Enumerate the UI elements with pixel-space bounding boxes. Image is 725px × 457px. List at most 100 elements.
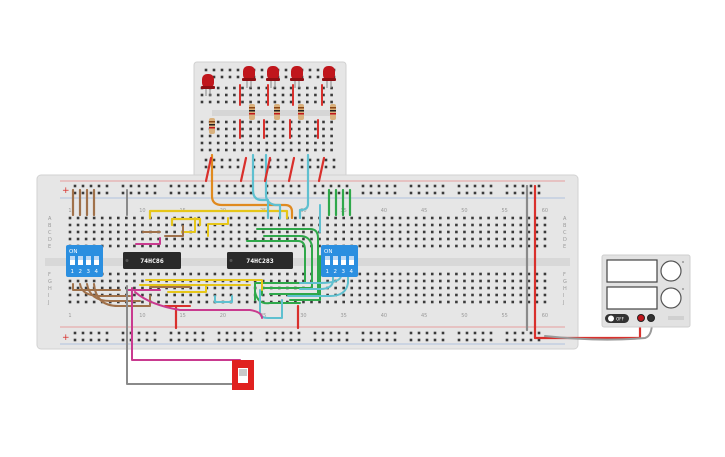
breadboard-hole[interactable] xyxy=(329,331,333,335)
breadboard-hole[interactable] xyxy=(273,134,277,138)
breadboard-hole[interactable] xyxy=(269,216,273,220)
breadboard-hole[interactable] xyxy=(465,338,469,342)
breadboard-hole[interactable] xyxy=(157,293,160,297)
breadboard-hole[interactable] xyxy=(237,300,241,304)
breadboard-hole[interactable] xyxy=(366,223,370,227)
breadboard-hole[interactable] xyxy=(513,191,517,195)
breadboard-hole[interactable] xyxy=(543,272,547,276)
breadboard-hole[interactable] xyxy=(253,223,257,227)
breadboard-hole[interactable] xyxy=(521,184,525,188)
breadboard-hole[interactable] xyxy=(213,293,217,297)
breadboard-hole[interactable] xyxy=(221,272,225,276)
breadboard-hole[interactable] xyxy=(92,223,96,227)
breadboard-hole[interactable] xyxy=(390,293,394,297)
breadboard-hole[interactable] xyxy=(330,100,333,104)
breadboard-hole[interactable] xyxy=(81,331,85,335)
breadboard-hole[interactable] xyxy=(321,338,325,342)
breadboard-hole[interactable] xyxy=(306,127,309,131)
breadboard-hole[interactable] xyxy=(473,338,477,342)
breadboard-hole[interactable] xyxy=(153,331,157,335)
breadboard-hole[interactable] xyxy=(261,279,265,283)
breadboard-hole[interactable] xyxy=(245,286,249,290)
breadboard-hole[interactable] xyxy=(73,191,77,195)
breadboard-hole[interactable] xyxy=(189,237,193,241)
wire-cyan[interactable] xyxy=(299,255,334,290)
breadboard-hole[interactable] xyxy=(495,244,498,248)
breadboard-hole[interactable] xyxy=(149,293,152,297)
breadboard-hole[interactable] xyxy=(519,300,523,304)
breadboard-hole[interactable] xyxy=(216,127,220,131)
breadboard-hole[interactable] xyxy=(297,134,301,138)
breadboard-hole[interactable] xyxy=(273,148,277,152)
breadboard-hole[interactable] xyxy=(137,331,141,335)
breadboard-hole[interactable] xyxy=(385,184,389,188)
breadboard-hole[interactable] xyxy=(201,331,205,335)
breadboard-hole[interactable] xyxy=(414,272,418,276)
breadboard-hole[interactable] xyxy=(503,293,506,297)
wire-green[interactable] xyxy=(256,228,319,295)
breadboard-hole[interactable] xyxy=(249,141,252,145)
breadboard-hole[interactable] xyxy=(92,237,96,241)
breadboard-hole[interactable] xyxy=(314,120,317,124)
breadboard-hole[interactable] xyxy=(398,300,402,304)
breadboard-hole[interactable] xyxy=(350,237,354,241)
breadboard-hole[interactable] xyxy=(455,237,458,241)
breadboard-hole[interactable] xyxy=(417,331,421,335)
breadboard-hole[interactable] xyxy=(286,230,289,234)
breadboard-hole[interactable] xyxy=(157,216,160,220)
breadboard-hole[interactable] xyxy=(189,272,193,276)
breadboard-hole[interactable] xyxy=(308,75,312,79)
breadboard-hole[interactable] xyxy=(342,286,345,290)
breadboard-hole[interactable] xyxy=(236,165,240,169)
breadboard-hole[interactable] xyxy=(322,120,325,124)
breadboard-hole[interactable] xyxy=(350,286,354,290)
breadboard-hole[interactable] xyxy=(201,338,205,342)
breadboard-hole[interactable] xyxy=(108,230,112,234)
breadboard-hole[interactable] xyxy=(489,338,493,342)
breadboard-hole[interactable] xyxy=(330,127,333,131)
breadboard-hole[interactable] xyxy=(133,237,136,241)
wire-cyan[interactable] xyxy=(264,153,282,220)
breadboard-hole[interactable] xyxy=(543,237,547,241)
chip-74hc283[interactable]: 74HC283 xyxy=(227,252,293,269)
breadboard-hole[interactable] xyxy=(108,279,112,283)
breadboard-hole[interactable] xyxy=(177,191,181,195)
breadboard-hole[interactable] xyxy=(81,184,85,188)
breadboard-hole[interactable] xyxy=(89,338,93,342)
breadboard-hole[interactable] xyxy=(374,223,378,227)
breadboard-hole[interactable] xyxy=(216,100,220,104)
breadboard-hole[interactable] xyxy=(487,300,490,304)
breadboard-hole[interactable] xyxy=(229,286,233,290)
breadboard-hole[interactable] xyxy=(314,134,317,138)
breadboard-hole[interactable] xyxy=(289,93,293,97)
breadboard-hole[interactable] xyxy=(233,141,236,145)
breadboard-hole[interactable] xyxy=(479,300,482,304)
breadboard-hole[interactable] xyxy=(471,272,474,276)
breadboard-hole[interactable] xyxy=(253,237,257,241)
breadboard-hole[interactable] xyxy=(149,244,152,248)
breadboard-hole[interactable] xyxy=(281,134,285,138)
breadboard-hole[interactable] xyxy=(390,300,394,304)
dip-switch-right[interactable]: ON 1 2 3 4 xyxy=(321,245,358,277)
breadboard-hole[interactable] xyxy=(314,86,317,90)
breadboard-hole[interactable] xyxy=(316,75,320,79)
breadboard-hole[interactable] xyxy=(181,237,184,241)
breadboard-hole[interactable] xyxy=(169,184,173,188)
breadboard-hole[interactable] xyxy=(289,100,293,104)
breadboard-hole[interactable] xyxy=(535,300,539,304)
breadboard-hole[interactable] xyxy=(92,279,96,283)
breadboard-hole[interactable] xyxy=(314,100,317,104)
breadboard-hole[interactable] xyxy=(237,223,241,227)
breadboard-hole[interactable] xyxy=(481,338,485,342)
wire-red[interactable] xyxy=(263,156,272,183)
breadboard-hole[interactable] xyxy=(108,286,112,290)
breadboard-hole[interactable] xyxy=(455,216,458,220)
breadboard-hole[interactable] xyxy=(447,223,450,227)
breadboard-hole[interactable] xyxy=(511,230,515,234)
breadboard-hole[interactable] xyxy=(473,184,477,188)
breadboard-hole[interactable] xyxy=(361,191,365,195)
breadboard-hole[interactable] xyxy=(358,230,362,234)
breadboard-hole[interactable] xyxy=(495,300,498,304)
breadboard-hole[interactable] xyxy=(306,93,309,97)
breadboard-hole[interactable] xyxy=(229,272,233,276)
